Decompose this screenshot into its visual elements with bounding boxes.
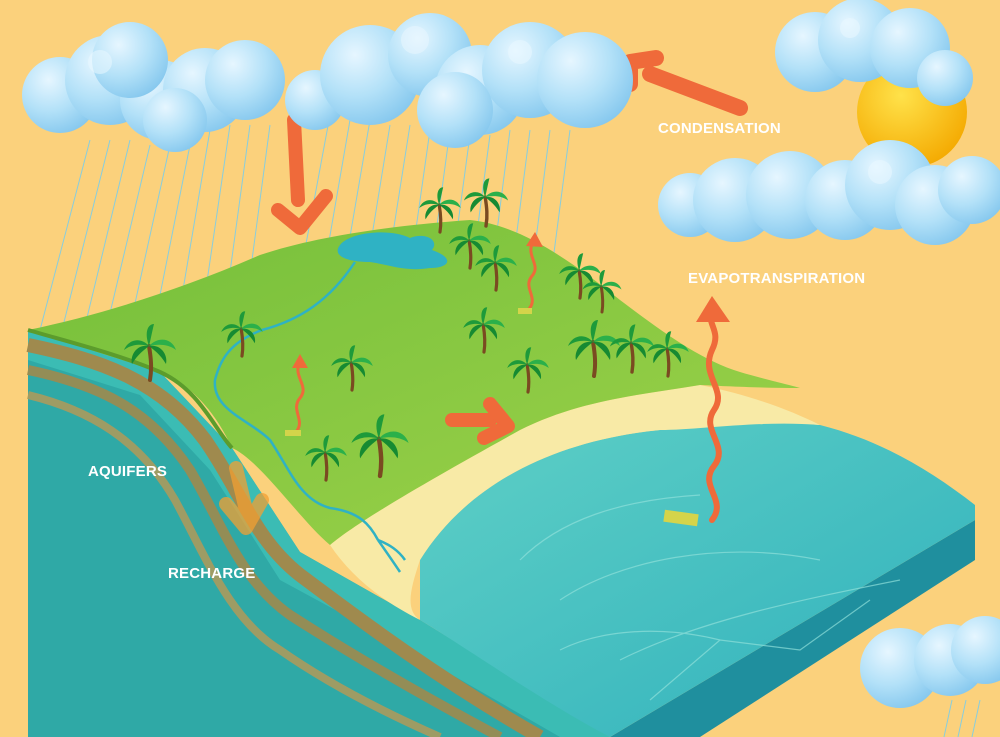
evapotranspiration-label: EVAPOTRANSPIRATION [688, 270, 866, 287]
recharge-label: RECHARGE [168, 565, 256, 582]
recharge-arrow [219, 461, 269, 535]
precipitation-arrow [271, 113, 333, 235]
lake [337, 232, 448, 270]
evaporation-arrow [292, 232, 730, 523]
river [213, 261, 407, 573]
ocean [420, 418, 975, 737]
runoff-arrow [445, 397, 515, 445]
beach [330, 385, 820, 620]
condensation-label: CONDENSATION [658, 120, 781, 137]
aquifers-label: AQUIFERS [88, 463, 168, 480]
condensation-arrow [622, 50, 748, 116]
land [28, 220, 800, 545]
cloud-icon [22, 0, 1000, 708]
